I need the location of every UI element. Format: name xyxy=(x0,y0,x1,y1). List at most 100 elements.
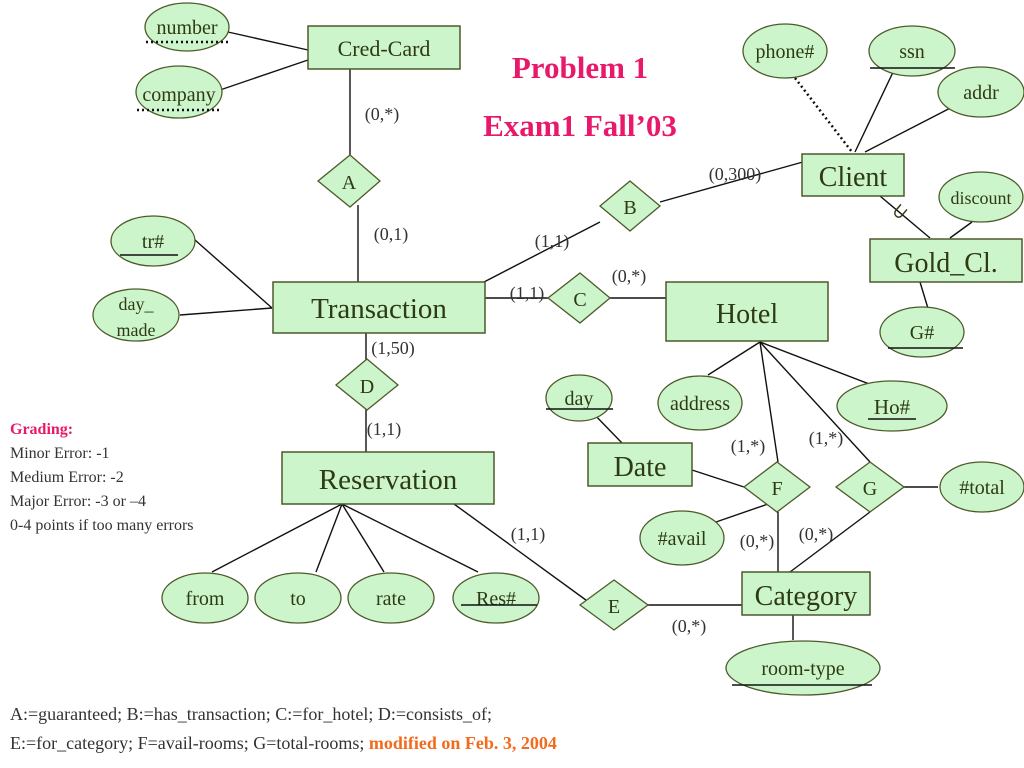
edge-phone-client xyxy=(794,77,853,153)
attribute-to[interactable]: to xyxy=(254,572,342,624)
legend-line-1: A:=guaranteed; B:=has_transaction; C:=fo… xyxy=(10,704,493,724)
card-d-reservation: (1,1) xyxy=(367,419,402,440)
attribute-discount[interactable]: discount xyxy=(938,171,1024,223)
card-f-hotel: (1,*) xyxy=(731,436,766,457)
edge-g-category xyxy=(789,511,871,573)
edge-reservation-e xyxy=(453,503,591,604)
attribute-tr-num[interactable]: tr# xyxy=(110,215,196,267)
relationship-f[interactable]: F xyxy=(742,461,812,513)
attribute-address[interactable]: address xyxy=(657,375,743,431)
edge-reservation-to xyxy=(315,503,343,573)
edge-number-credcard xyxy=(227,31,309,51)
svg-text:rate: rate xyxy=(376,588,406,610)
attribute-g-num[interactable]: G# xyxy=(879,306,965,358)
svg-text:Cred-Card: Cred-Card xyxy=(338,36,431,61)
attribute-phone[interactable]: phone# xyxy=(742,23,828,79)
card-g-hotel: (1,*) xyxy=(809,428,844,449)
attribute-ho-num[interactable]: Ho# xyxy=(836,380,948,432)
svg-text:Gold_Cl.: Gold_Cl. xyxy=(894,248,997,279)
relationship-legend: A:=guaranteed; B:=has_transaction; C:=fo… xyxy=(10,700,557,758)
relationship-a[interactable]: A xyxy=(316,154,381,208)
svg-text:room-type: room-type xyxy=(761,658,844,680)
svg-text:to: to xyxy=(290,588,306,610)
attribute-number[interactable]: number xyxy=(144,2,230,52)
card-e-category: (0,*) xyxy=(672,616,707,637)
svg-text:E: E xyxy=(608,596,620,618)
card-d-transaction: (1,50) xyxy=(371,338,415,359)
entity-cred-card[interactable]: Cred-Card xyxy=(307,25,461,70)
edge-trnum-transaction xyxy=(194,239,273,309)
svg-text:address: address xyxy=(670,393,730,415)
svg-text:Hotel: Hotel xyxy=(716,299,778,330)
edge-discount-goldcl xyxy=(949,221,973,239)
attribute-day[interactable]: day xyxy=(545,374,613,422)
relationship-e[interactable]: E xyxy=(578,579,650,631)
attribute-day-made[interactable]: day_ made xyxy=(92,288,180,342)
svg-text:phone#: phone# xyxy=(756,41,815,63)
entity-gold-cl[interactable]: Gold_Cl. xyxy=(869,238,1023,283)
entity-transaction[interactable]: Transaction xyxy=(272,281,486,334)
attribute-total[interactable]: #total xyxy=(939,461,1024,513)
svg-text:tr#: tr# xyxy=(142,231,164,253)
svg-text:F: F xyxy=(771,478,782,500)
card-f-category: (0,*) xyxy=(740,531,775,552)
svg-text:Ho#: Ho# xyxy=(874,395,911,419)
grading-line: Medium Error: -2 xyxy=(10,469,124,486)
entity-client[interactable]: Client xyxy=(801,153,905,197)
edge-avail-f xyxy=(715,503,769,523)
edge-hotel-f xyxy=(759,341,779,463)
grading-heading: Grading: xyxy=(10,421,74,438)
card-a-credcard: (0,*) xyxy=(365,104,400,125)
edge-company-credcard xyxy=(219,59,309,91)
legend-line-2: E:=for_category; F=avail-rooms; G=total-… xyxy=(10,729,557,758)
svg-text:addr: addr xyxy=(963,82,999,104)
card-g-category: (0,*) xyxy=(799,524,834,545)
modified-note: modified on Feb. 3, 2004 xyxy=(368,733,557,753)
grading-line: Major Error: -3 or –4 xyxy=(10,493,146,510)
svg-text:day: day xyxy=(565,388,594,410)
entity-date[interactable]: Date xyxy=(587,442,693,487)
svg-text:discount: discount xyxy=(951,188,1012,208)
svg-text:Reservation: Reservation xyxy=(319,464,458,496)
svg-text:B: B xyxy=(623,197,636,219)
relationship-b[interactable]: B xyxy=(598,180,662,232)
edge-reservation-rate xyxy=(341,503,385,573)
attribute-room-type[interactable]: room-type xyxy=(725,640,881,696)
edge-daymade-transaction xyxy=(179,307,273,316)
grading-line: 0-4 points if too many errors xyxy=(10,517,194,534)
svg-text:Category: Category xyxy=(755,581,858,612)
edge-client-goldcl xyxy=(879,195,931,239)
svg-text:Client: Client xyxy=(819,162,888,193)
attribute-company[interactable]: company xyxy=(135,65,223,119)
relationship-c[interactable]: C xyxy=(546,272,612,324)
edges xyxy=(179,31,973,640)
attribute-avail[interactable]: #avail xyxy=(639,510,725,566)
attribute-rate[interactable]: rate xyxy=(347,572,435,624)
title-exam: Exam1 Fall’03 xyxy=(483,108,677,143)
svg-text:C: C xyxy=(573,289,586,311)
svg-text:company: company xyxy=(142,84,215,106)
relationship-g[interactable]: G xyxy=(834,461,906,513)
card-c-hotel: (0,*) xyxy=(612,266,647,287)
edge-ssn-client xyxy=(854,67,896,153)
svg-text:made: made xyxy=(117,320,156,340)
attribute-res-num[interactable]: Res# xyxy=(452,572,540,624)
attribute-ssn[interactable]: ssn xyxy=(868,25,956,77)
svg-text:G#: G# xyxy=(910,322,934,344)
attribute-from[interactable]: from xyxy=(161,572,249,624)
card-a-transaction: (0,1) xyxy=(374,224,409,245)
attribute-addr[interactable]: addr xyxy=(937,66,1024,118)
svg-text:day_: day_ xyxy=(119,294,155,314)
entity-hotel[interactable]: Hotel xyxy=(665,281,829,342)
entity-category[interactable]: Category xyxy=(741,571,871,616)
svg-text:ssn: ssn xyxy=(899,41,925,63)
entity-reservation[interactable]: Reservation xyxy=(281,451,495,505)
edge-reservation-from xyxy=(211,503,343,573)
card-e-reservation: (1,1) xyxy=(511,524,546,545)
card-c-transaction: (1,1) xyxy=(510,283,545,304)
relationship-d[interactable]: D xyxy=(334,358,400,411)
edge-date-f xyxy=(691,469,745,488)
grading-box: Grading: Minor Error: -1 Medium Error: -… xyxy=(10,418,194,538)
svg-text:A: A xyxy=(342,172,357,194)
